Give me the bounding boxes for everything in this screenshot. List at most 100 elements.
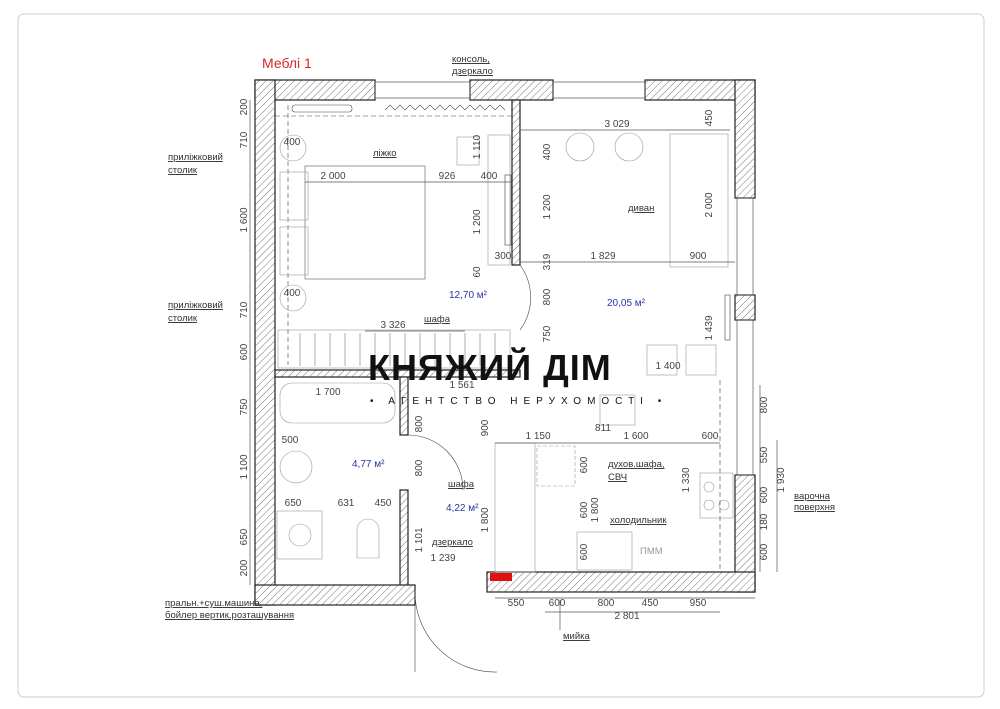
dimension-label: 600 (759, 486, 770, 503)
area-bathroom: 4,77 м² (352, 459, 385, 470)
dimension-label: 60 (472, 266, 483, 278)
area-living: 20,05 м² (607, 298, 646, 309)
dimension-label: 1 800 (590, 497, 601, 522)
dimension-label: 800 (414, 415, 425, 432)
label-washer: пральн.+суш.машина, (165, 598, 262, 609)
dimension-label: 500 (282, 435, 299, 446)
dimension-label: 550 (508, 598, 525, 609)
dimension-label: 2 000 (704, 192, 715, 217)
room-areas: 12,70 м² 20,05 м² 4,77 м² 4,22 м² (352, 290, 646, 514)
label-nightstand: приліжковий (168, 300, 223, 311)
logo-name: КНЯЖИЙ ДІМ (368, 346, 612, 388)
dimension-label: 300 (495, 251, 512, 262)
dimension-label: 200 (239, 559, 250, 576)
dimension-label: 1 400 (655, 361, 680, 372)
dimension-label: 900 (480, 419, 491, 436)
dimension-label: 800 (759, 396, 770, 413)
dimension-label: 450 (375, 498, 392, 509)
label-oven: духов.шафа, (608, 459, 665, 470)
label-dishwasher: ПММ (640, 546, 663, 557)
dimension-label: 900 (690, 251, 707, 262)
boiler-marker (490, 573, 512, 581)
dimension-label: 650 (239, 528, 250, 545)
dimension-label: 1 700 (315, 387, 340, 398)
dimension-label: 1 800 (480, 507, 491, 532)
dimension-label: 1 239 (430, 553, 455, 564)
dimension-label: 450 (704, 109, 715, 126)
label-microwave: СВЧ (608, 472, 627, 483)
dimension-label: 400 (542, 143, 553, 160)
label-bed: ліжко (373, 148, 397, 159)
furniture (275, 104, 734, 673)
dimension-label: 950 (690, 598, 707, 609)
dimension-label: 1 100 (239, 454, 250, 479)
dimension-label: 1 930 (776, 467, 787, 492)
dimension-label: 800 (598, 598, 615, 609)
dimension-label: 750 (542, 325, 553, 342)
dimension-label: 1 101 (414, 527, 425, 552)
label-hob: поверхня (794, 502, 835, 513)
label-console: консоль, (452, 54, 490, 65)
label-nightstand: столик (168, 165, 198, 176)
dimension-label: 2 801 (614, 611, 639, 622)
dimension-label: 1 330 (681, 467, 692, 492)
dimension-label: 200 (239, 98, 250, 115)
label-nightstand: столик (168, 313, 198, 324)
logo: КНЯЖИЙ ДІМ • АГЕНТСТВО НЕРУХОМОСТІ • (368, 346, 667, 407)
dimension-label: 1 561 (449, 380, 474, 391)
annotations: консоль, дзеркало приліжковий столик при… (165, 54, 835, 642)
label-hob: варочна (794, 491, 831, 502)
label-boiler: бойлер вертик.розташування (165, 610, 294, 621)
dimension-label: 1 600 (623, 431, 648, 442)
dimension-label: 550 (759, 446, 770, 463)
dimension-label: 600 (579, 543, 590, 560)
plan-title: Меблі 1 (262, 55, 312, 71)
walls (254, 79, 756, 606)
dimension-label: 1 110 (472, 134, 483, 159)
dimension-label: 800 (542, 288, 553, 305)
dimension-label: 1 150 (525, 431, 550, 442)
dimension-label: 710 (239, 131, 250, 148)
dimension-label: 3 029 (604, 119, 629, 130)
dimension-label: 800 (414, 459, 425, 476)
logo-tagline: • АГЕНТСТВО НЕРУХОМОСТІ • (370, 396, 667, 407)
dimension-label: 811 (595, 423, 611, 434)
dimension-label: 631 (338, 498, 355, 509)
dimension-label: 400 (481, 171, 498, 182)
dimension-label: 600 (759, 543, 770, 560)
dimension-label: 400 (284, 288, 301, 299)
dimension-label: 1 439 (704, 315, 715, 340)
label-fridge: холодильник (610, 515, 667, 526)
dimension-label: 650 (285, 498, 302, 509)
dimension-label: 400 (284, 137, 301, 148)
label-console-mirror: дзеркало (452, 66, 493, 77)
dimension-label: 450 (642, 598, 659, 609)
label-mirror: дзеркало (432, 537, 473, 548)
dimension-label: 3 326 (380, 320, 405, 331)
dimension-label: 1 200 (542, 194, 553, 219)
dimension-label: 750 (239, 398, 250, 415)
dimension-label: 180 (759, 513, 770, 530)
label-nightstand: приліжковий (168, 152, 223, 163)
dimension-label: 926 (439, 171, 456, 182)
dimension-label: 600 (702, 431, 719, 442)
label-sink: мийка (563, 631, 591, 642)
dimension-label: 600 (579, 456, 590, 473)
dimension-label: 600 (239, 343, 250, 360)
dimension-label: 1 200 (472, 209, 483, 234)
dimension-label: 1 829 (590, 251, 615, 262)
dimension-label: 1 600 (239, 207, 250, 232)
dimension-label: 710 (239, 301, 250, 318)
dimension-label: 2 000 (320, 171, 345, 182)
area-bedroom: 12,70 м² (449, 290, 488, 301)
dimension-label: 600 (549, 598, 566, 609)
dimension-label: 319 (542, 253, 553, 270)
dimension-label: 600 (579, 501, 590, 518)
page-frame (17, 13, 985, 698)
label-sofa: диван (628, 203, 654, 214)
area-hall: 4,22 м² (446, 503, 479, 514)
dimensions: 2 000 926 400 3 029 1 829 300 900 3 326 1 700 1 5… (239, 98, 787, 622)
dimension-lines (249, 100, 778, 630)
